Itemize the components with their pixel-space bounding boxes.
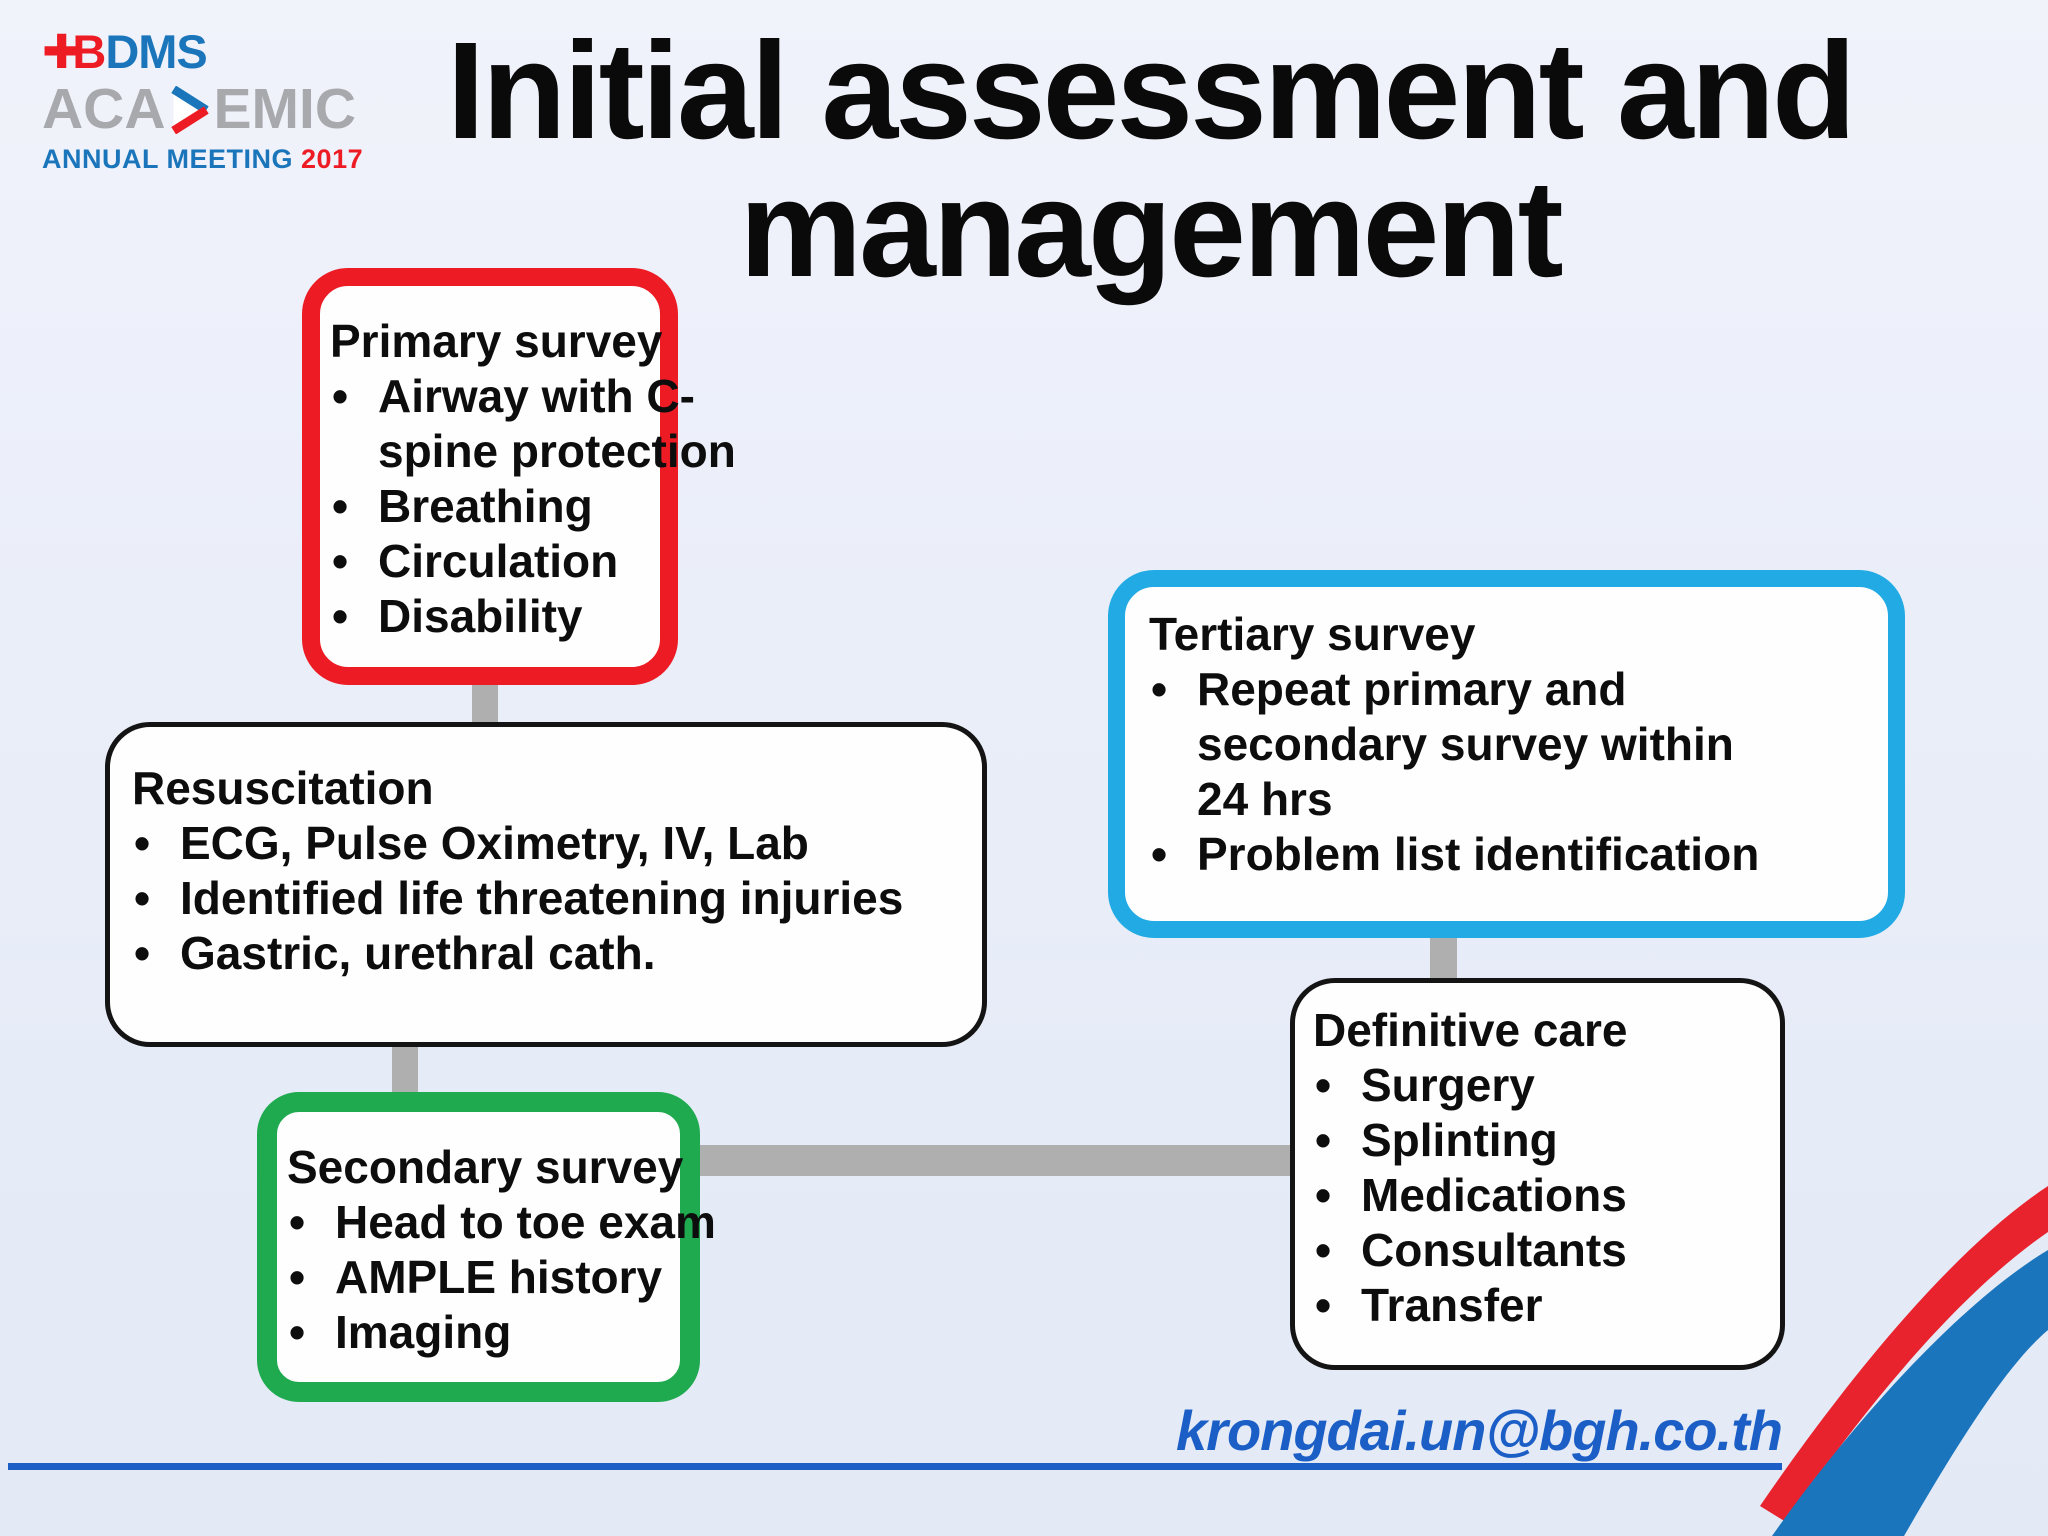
logo-meeting-line: ANNUAL MEETING 2017 [42,146,363,173]
list-item: Imaging [277,1305,680,1360]
logo-bdms-dms: DMS [105,25,207,78]
list-item-text: Surgery [1361,1059,1535,1111]
secondary-survey-box: Secondary survey Head to toe exam AMPLE … [257,1092,716,1402]
logo-year: 2017 [301,144,364,174]
list-item-text: Circulation [378,535,619,587]
list-item-text: Repeat primary and secondary survey with… [1197,663,1734,825]
swoosh-red-stripe [1760,1186,2048,1522]
list-item-text: Gastric, urethral cath. [180,927,656,979]
list-item: Head to toe exam [277,1195,716,1250]
box-title: Primary survey [330,315,663,367]
list-item: ECG, Pulse Oximetry, IV, Lab [122,816,982,871]
list-item: Consultants [1303,1223,1780,1278]
list-item-text: Medications [1361,1169,1627,1221]
page-title-line1: Initial assessment and [446,14,1857,168]
list-item: Problem list identification [1139,827,1888,882]
connector-tertiary-to-definitive [1430,935,1457,981]
resuscitation-box: Resuscitation ECG, Pulse Oximetry, IV, L… [105,722,987,1047]
logo-academic-post: EMIC [213,77,357,141]
list-item: Gastric, urethral cath. [122,926,982,981]
list-item-text: Identified life threatening injuries [180,872,904,924]
footer-underline [8,1463,1782,1470]
medical-cross-icon: ✚ [42,25,81,78]
logo-academic-pre: ACA [42,77,166,141]
list-item-text: Problem list identification [1197,828,1760,880]
logo-bdms-line: ✚BDMS [42,28,363,75]
primary-survey-box: Primary survey Airway with C- spine prot… [302,268,736,685]
list-item: Splinting [1303,1113,1780,1168]
box-title: Tertiary survey [1149,608,1476,660]
list-item-text: Imaging [335,1306,512,1358]
page-title: Initial assessment and management [360,22,1940,298]
page-title-line2: management [739,152,1563,306]
list-item: Identified life threatening injuries [122,871,982,926]
logo-bdms-b: B [72,25,106,78]
list-item: AMPLE history [277,1250,680,1305]
connector-secondary-to-definitive [698,1145,1294,1176]
box-title: Resuscitation [132,762,434,814]
connector-resuscitation-to-secondary [392,1044,418,1096]
play-triangle-icon [170,85,209,134]
connector-primary-to-resuscitation [472,683,498,729]
contact-email-link[interactable]: krongdai.un@bgh.co.th [1176,1399,1783,1462]
logo-meeting-text: ANNUAL MEETING [42,144,294,174]
list-item-text: ECG, Pulse Oximetry, IV, Lab [180,817,809,869]
box-title: Secondary survey [287,1141,684,1193]
box-title: Definitive care [1313,1004,1628,1056]
list-item: Repeat primary and secondary survey with… [1139,662,1888,827]
tertiary-survey-box: Tertiary survey Repeat primary and secon… [1108,570,1905,938]
list-item-text: Splinting [1361,1114,1558,1166]
list-item-text: AMPLE history [335,1251,663,1303]
list-item-text: Head to toe exam [335,1196,716,1248]
list-item: Surgery [1303,1058,1780,1113]
list-item-text: Disability [378,590,583,642]
definitive-care-box: Definitive care Surgery Splinting Medica… [1290,978,1785,1370]
list-item: Disability [320,589,660,644]
list-item: Circulation [320,534,660,589]
list-item-text: Transfer [1361,1279,1543,1331]
swoosh-blue-stripe [1772,1250,2048,1536]
list-item-text: Consultants [1361,1224,1627,1276]
list-item-text: Breathing [378,480,593,532]
list-item: Transfer [1303,1278,1780,1333]
list-item: Breathing [320,479,660,534]
list-item: Airway with C- spine protection [320,369,736,479]
list-item-text: Airway with C- spine protection [378,370,736,477]
list-item: Medications [1303,1168,1780,1223]
